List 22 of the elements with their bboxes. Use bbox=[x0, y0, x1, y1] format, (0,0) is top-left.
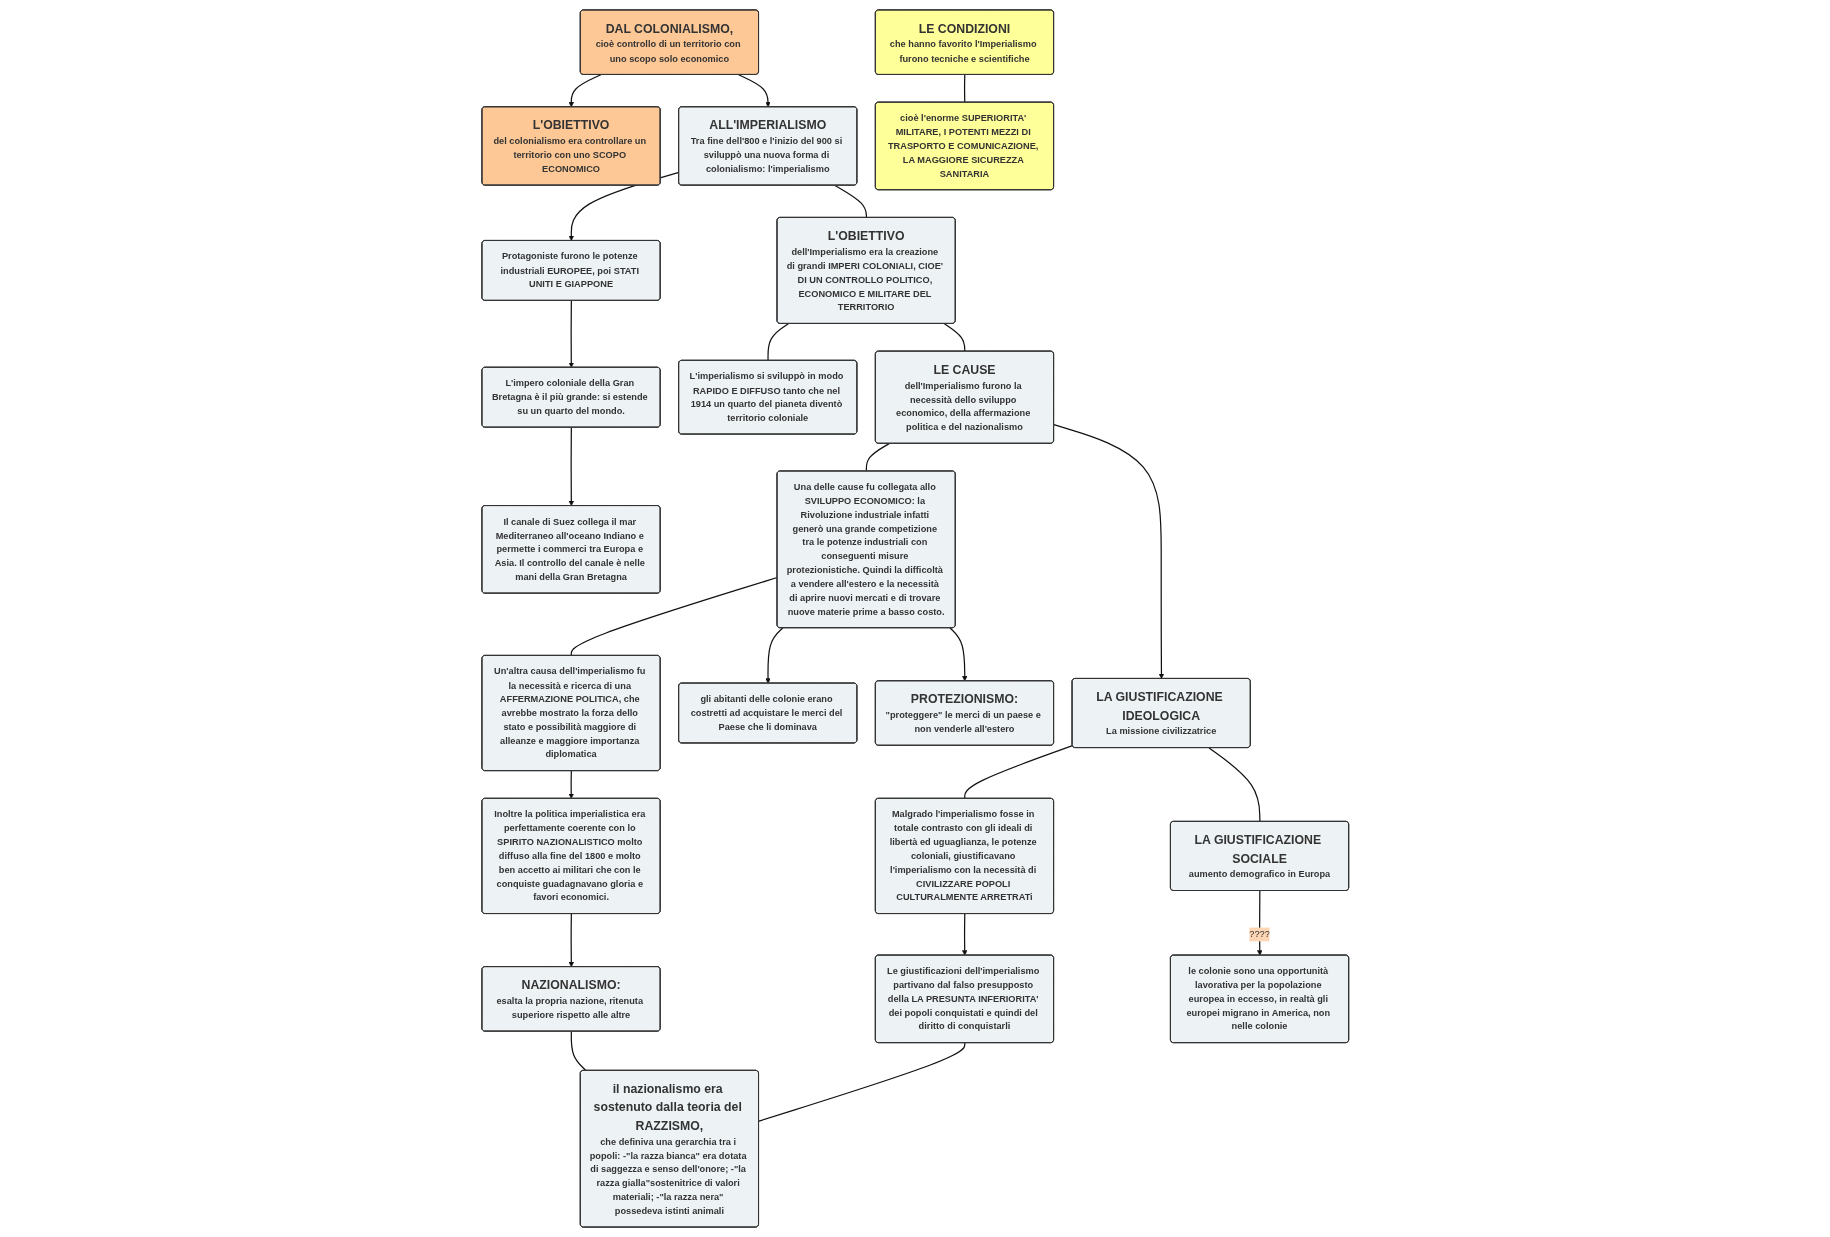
connector bbox=[963, 74, 966, 104]
arrow bbox=[961, 913, 968, 956]
connector bbox=[570, 1030, 587, 1072]
connector bbox=[1208, 747, 1261, 823]
arrow bbox=[568, 913, 574, 968]
arrow bbox=[1256, 890, 1263, 956]
connector bbox=[757, 1042, 966, 1122]
connector bbox=[570, 576, 778, 657]
arrow bbox=[1053, 424, 1164, 679]
arrow bbox=[568, 770, 574, 799]
arrow bbox=[568, 74, 602, 108]
arrow bbox=[568, 300, 574, 368]
arrow bbox=[737, 74, 771, 108]
arrow bbox=[568, 426, 574, 507]
edge-label: ???? bbox=[1248, 928, 1270, 940]
connector bbox=[767, 323, 789, 362]
connector bbox=[943, 323, 966, 352]
arrow bbox=[765, 627, 784, 684]
connector bbox=[865, 443, 890, 472]
arrow bbox=[949, 627, 968, 682]
connector bbox=[834, 184, 867, 219]
connector bbox=[963, 745, 1073, 800]
